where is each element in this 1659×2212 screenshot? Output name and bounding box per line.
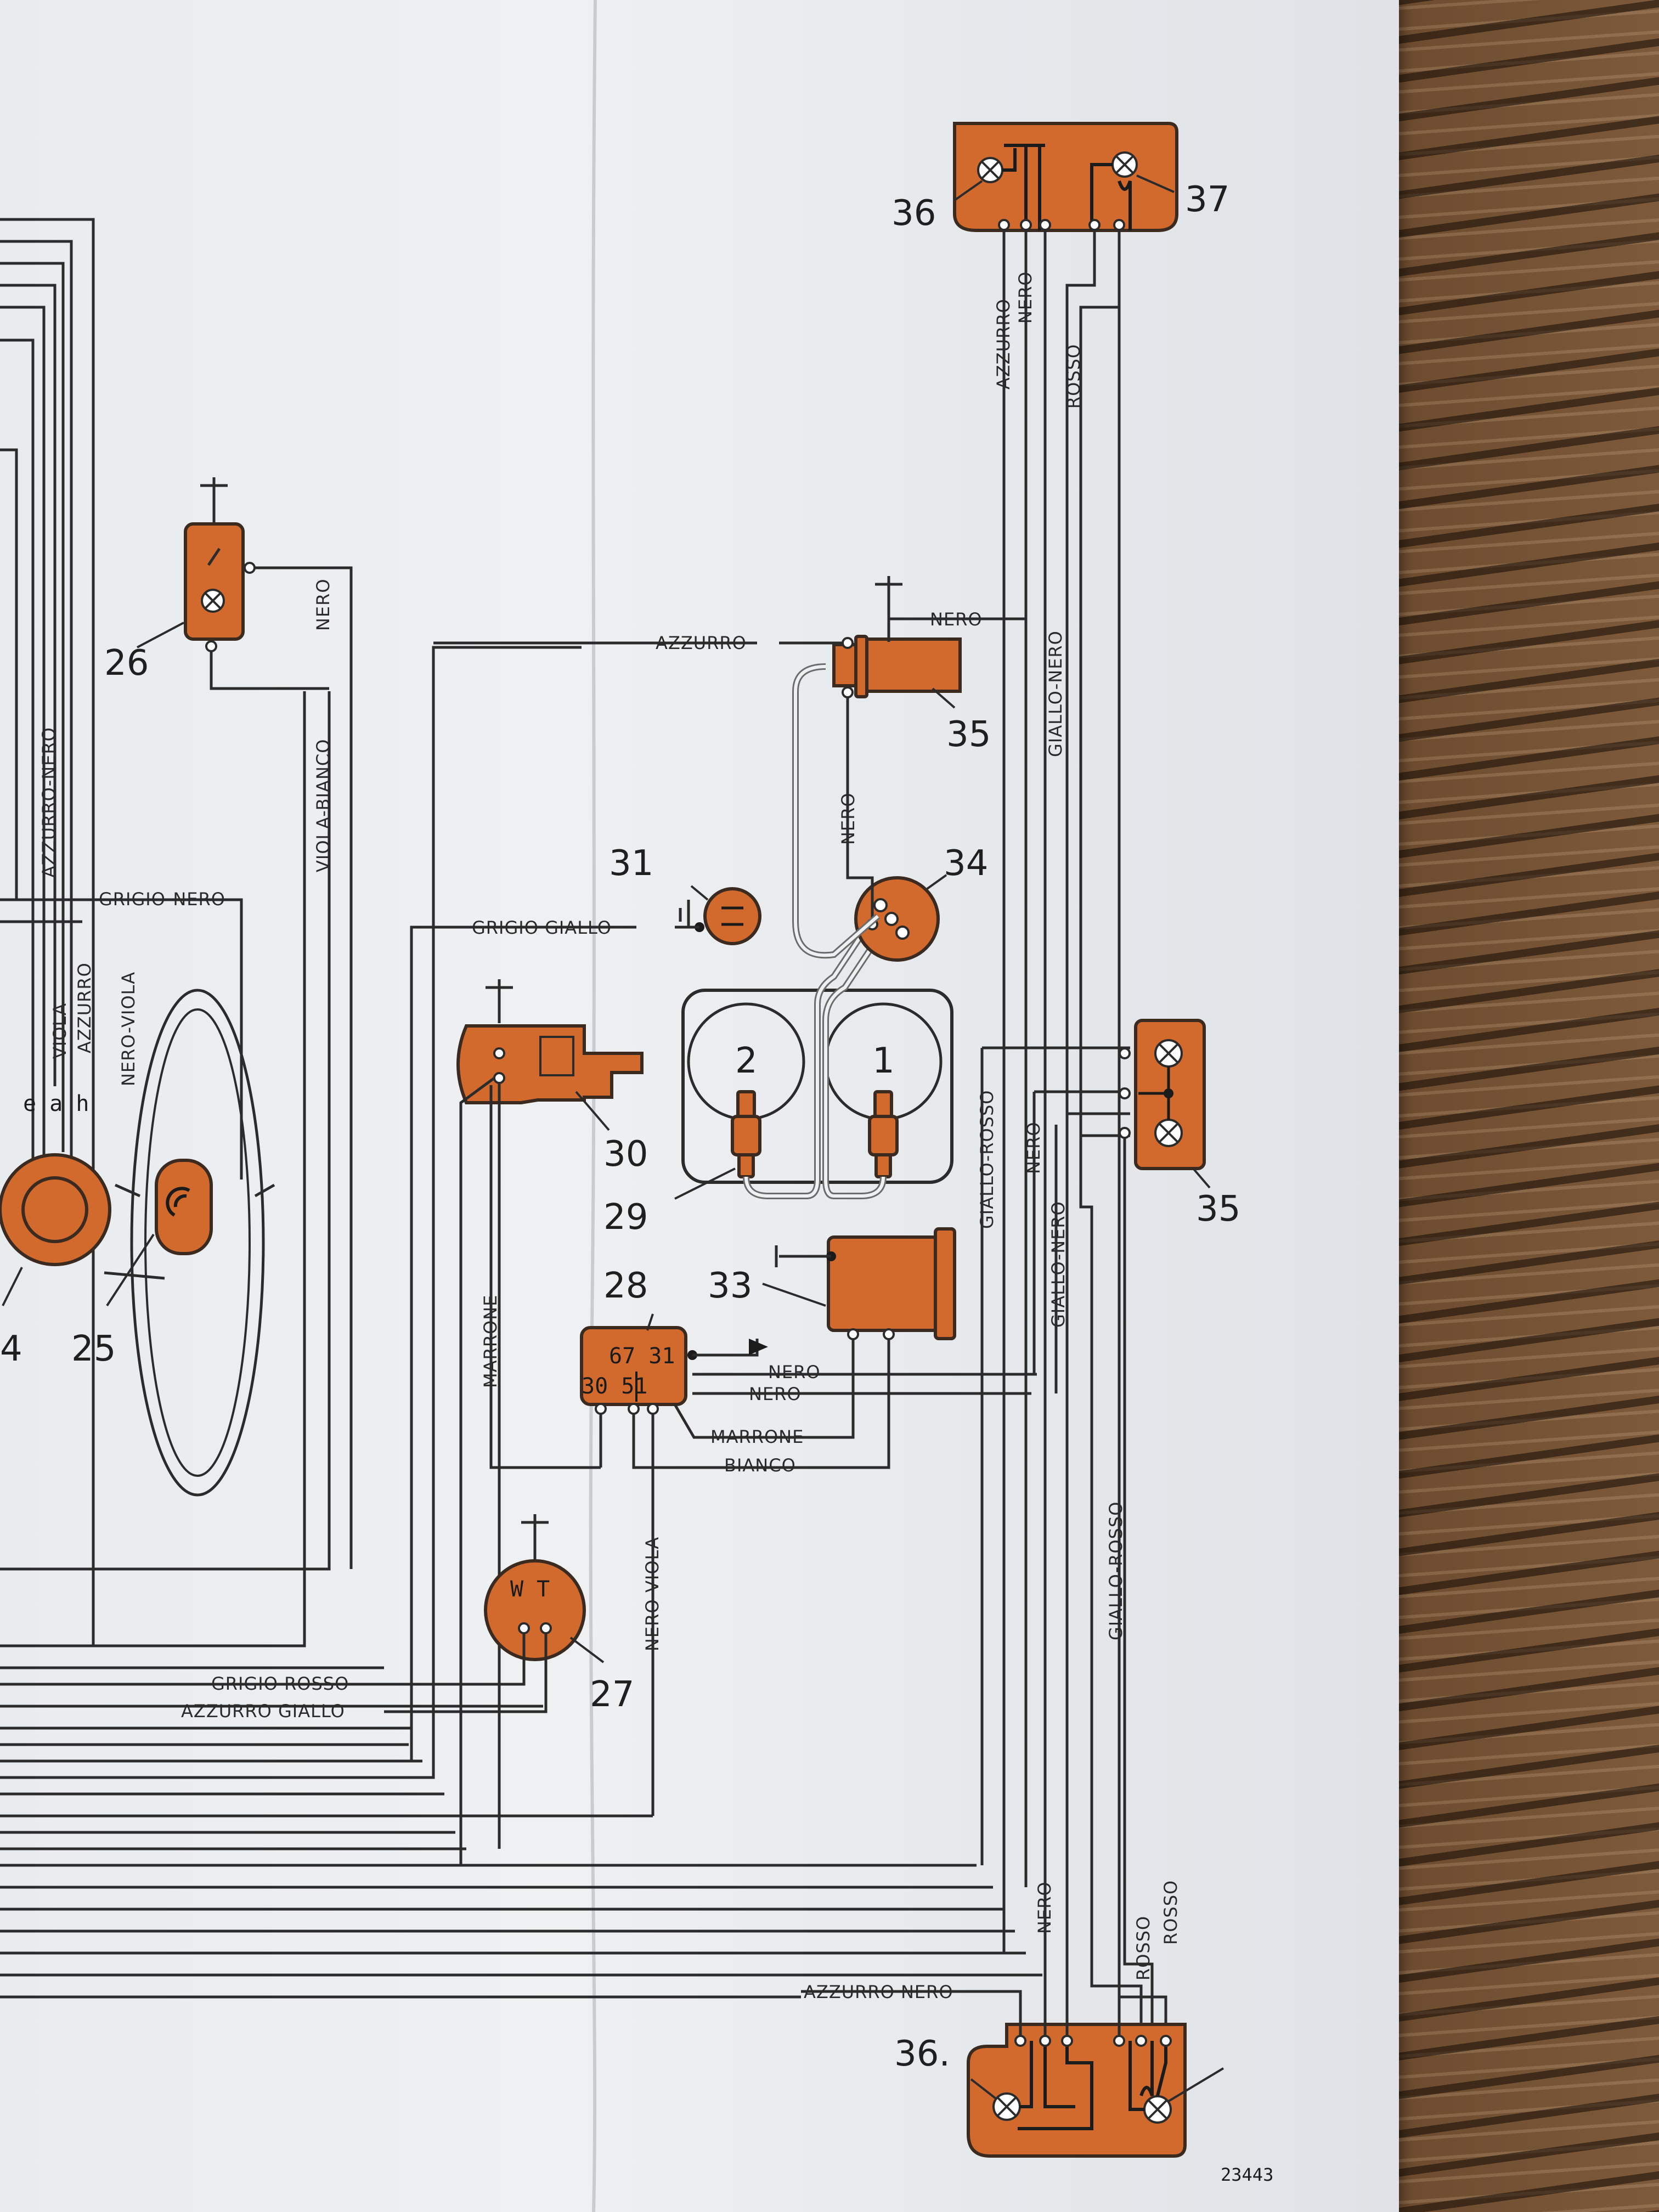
component-35-bottom-number: 36. <box>894 2034 950 2074</box>
component-33-number: 34 <box>944 843 988 884</box>
component-29-number: 29 <box>603 1197 648 1238</box>
bottom-lamp-unit: 36. NERO ROSSO ROSSO AZZURRO NERO <box>801 1880 1224 2158</box>
wire-label-rosso-bottom-2: ROSSO <box>1160 1880 1181 1945</box>
component-30-number: 30 <box>603 1134 648 1175</box>
component-25-number: 25 <box>71 1329 116 1369</box>
left-wire-labels: NERO VIOLA-BIANCO AZZURRO-NERO GRIGIO-NE… <box>38 578 334 1086</box>
component-37-switch-block: 35 <box>1119 1019 1240 1229</box>
wire-label-grigio-rosso: GRIGIO ROSSO <box>211 1673 349 1694</box>
wire-label-viola-bianco: VIOLA-BIANCO <box>313 739 334 872</box>
left-harness-wires <box>0 218 1042 1999</box>
wire-label-bianco-28: BIANCO <box>724 1455 796 1476</box>
component-27-temperature-sender: W T 27 GRIGIO ROSSO AZZURRO GIALLO <box>181 1514 634 1722</box>
wire-label-azzurro-nero-bottom: AZZURRO NERO <box>804 1982 953 2002</box>
component-25-horn-button: 25 <box>71 1159 213 1369</box>
wire-label-viola: VIOLA <box>49 1003 70 1059</box>
wire-label-giallo-rosso-37: GIALLO-ROSSO <box>977 1090 997 1229</box>
component-34-ignition-coil: 35 AZZURRO NERO <box>433 576 991 959</box>
paper-fold-line <box>589 0 597 2212</box>
steering-wheel <box>104 989 275 1497</box>
component-28-terminals-bottom: 30 51 <box>582 1374 647 1399</box>
component-30-ignition-switch: 30 MARRONE <box>456 979 648 1865</box>
component-31-oil-pressure-switch: 31 GRIGIO GIALLO <box>410 843 761 1761</box>
component-32-number: 33 <box>708 1266 752 1306</box>
wire-label-rosso-bottom-1: ROSSO <box>1133 1916 1154 1980</box>
component-24-light-switch: e a h 4 <box>0 1091 111 1369</box>
wire-label-nero-26: NERO <box>313 578 334 631</box>
wire-label-giallo-nero-right: GIALLO-NERO <box>1045 630 1066 757</box>
gauge-right-number: 1 <box>872 1041 895 1081</box>
component-27-number: 27 <box>590 1674 634 1715</box>
component-31-number: 31 <box>609 843 653 884</box>
wire-label-azzurro-nero: AZZURRO-NERO <box>38 727 59 878</box>
right-harness-wires: AZZURRO NERO ROSSO GIALLO-NERO GIALLO-RO… <box>927 230 1167 2041</box>
gauge-left-number: 2 <box>735 1041 758 1081</box>
wire-label-nero-35: NERO <box>1015 271 1036 324</box>
component-26-number: 26 <box>104 643 149 684</box>
wire-label-azzurro-34: AZZURRO <box>656 633 747 653</box>
wire-label-nero-28-a: NERO <box>768 1362 821 1383</box>
gauge-cluster: 2 1 29 <box>603 909 953 1238</box>
component-33-distributor: 34 NERO <box>838 697 988 962</box>
component-29-spark-plug-left <box>731 1090 761 1178</box>
component-35-top-number: 36 <box>891 193 936 234</box>
component-26-switch: 26 <box>104 477 353 1569</box>
component-28-terminals-top: 67 31 <box>609 1344 675 1369</box>
switch-letters: e a h <box>23 1091 89 1116</box>
wire-label-nero-viola-27: NERO-VIOLA <box>642 1537 663 1651</box>
wire-label-nero-28-b: NERO <box>749 1384 802 1404</box>
component-36-top-number: 37 <box>1185 179 1229 220</box>
wire-label-nero-viola-left: NERO-VIOLA <box>118 972 139 1086</box>
component-28-regulator: 67 31 30 51 28 NERO NERO MARRONE BIANCO … <box>580 1266 1037 1816</box>
component-29-spark-plug-right <box>868 1090 899 1178</box>
component-32-dynamo: 33 <box>708 1227 956 1340</box>
wire-label-giallo-rosso-long: GIALLO-ROSSO <box>1105 1502 1126 1641</box>
drawing-number: 23443 <box>1221 2164 1273 2185</box>
wire-label-grigio-nero: GRIGIO-NERO <box>99 889 225 910</box>
wire-label-grigio-giallo: GRIGIO GIALLO <box>472 917 612 938</box>
component-37-number: 35 <box>1196 1189 1240 1229</box>
component-27-face-label: W T <box>510 1577 550 1602</box>
wire-label-giallo-nero-37: GIALLO-NERO <box>1048 1201 1069 1328</box>
wire-label-marrone-vertical: MARRONE <box>480 1295 501 1388</box>
wire-label-marrone-28: MARRONE <box>710 1426 804 1447</box>
component-28-number: 28 <box>603 1266 648 1306</box>
wire-label-azzurro-left: AZZURRO <box>74 962 95 1053</box>
wire-label-azzurro-35: AZZURRO <box>993 298 1014 390</box>
component-34-number: 35 <box>946 714 991 755</box>
wire-label-nero-37: NERO <box>1023 1121 1044 1174</box>
wire-label-rosso-36: ROSSO <box>1063 344 1084 409</box>
wire-label-nero-bottom: NERO <box>1034 1881 1055 1934</box>
wire-label-nero-33: NERO <box>838 792 859 845</box>
top-lamp-unit: 36 37 <box>891 122 1229 234</box>
wire-label-azzurro-giallo: AZZURRO GIALLO <box>181 1701 345 1722</box>
component-24-number: 4 <box>0 1329 22 1369</box>
